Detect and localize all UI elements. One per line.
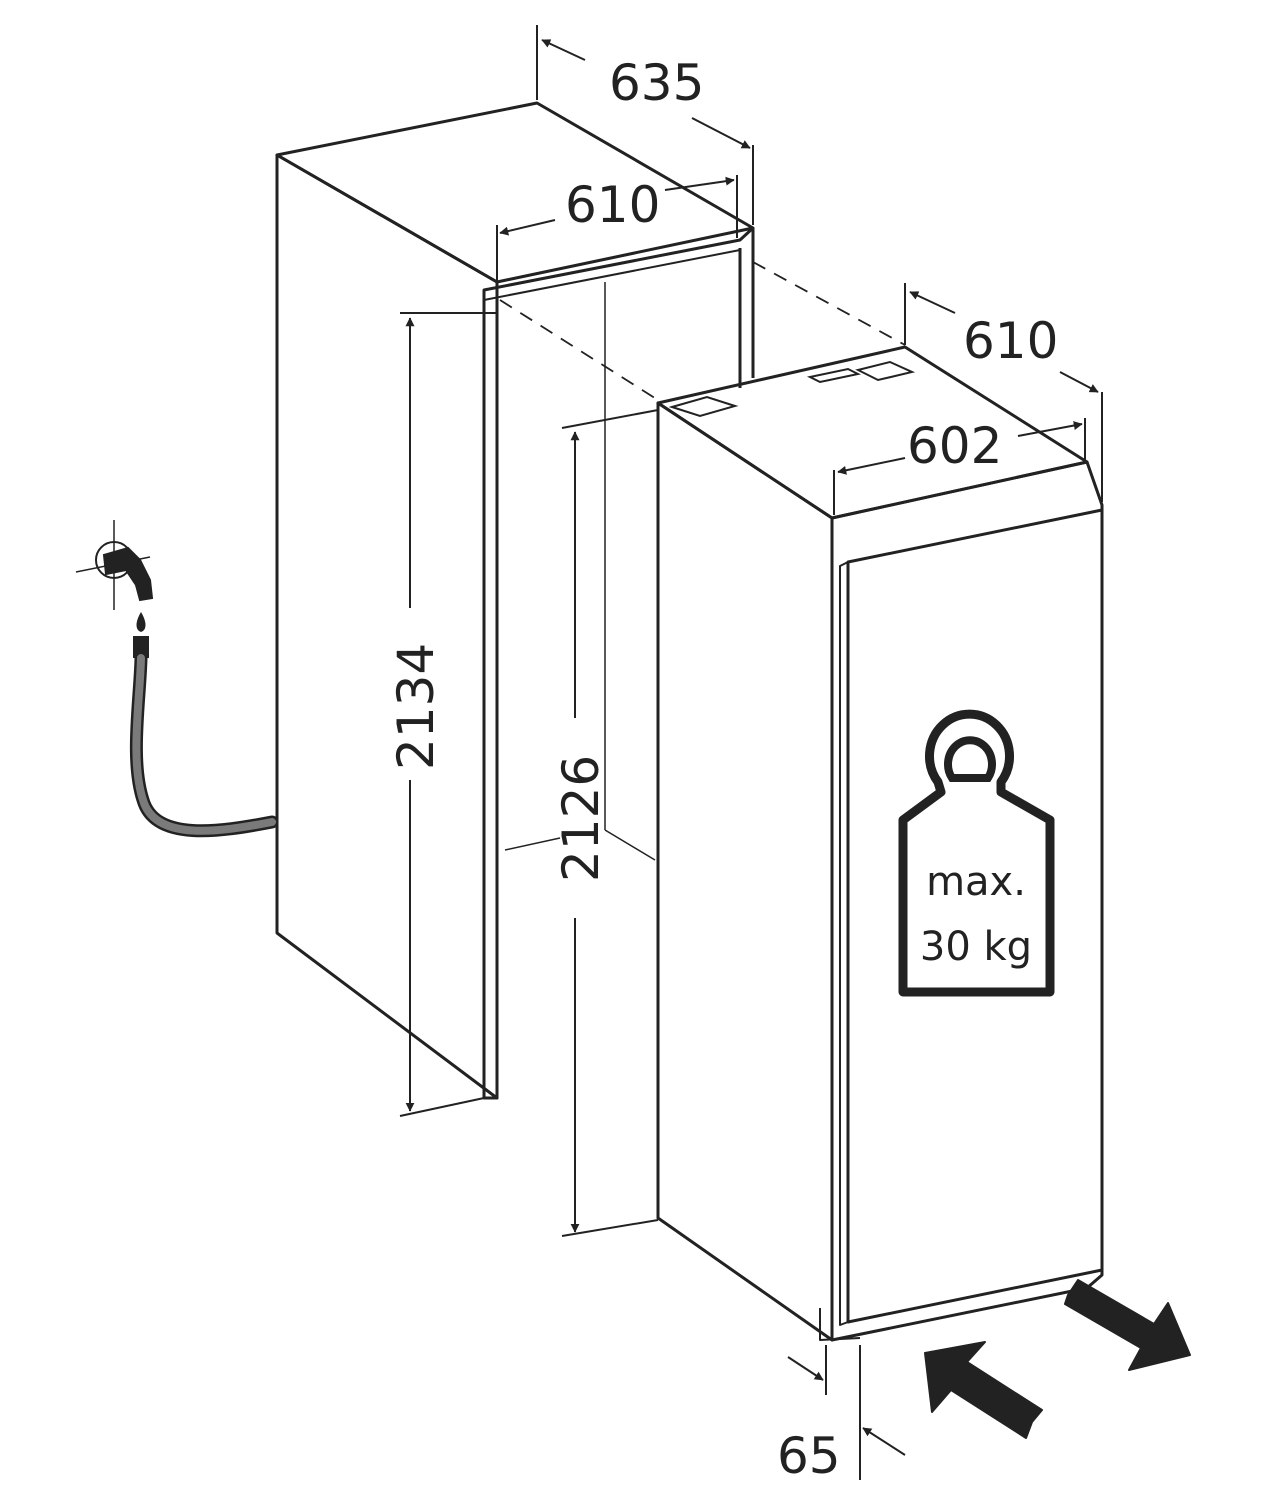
dim-appliance-depth-label: 610 bbox=[963, 312, 1058, 370]
appliance-door[interactable] bbox=[846, 508, 1104, 1324]
weight-label-value: 30 kg bbox=[920, 924, 1032, 970]
dim-niche-height-label: 2134 bbox=[387, 643, 445, 770]
niche-left-face bbox=[275, 153, 499, 1100]
dim-appliance-width-label: 602 bbox=[907, 417, 1002, 475]
dim-door-offset-label: 65 bbox=[777, 1427, 841, 1485]
water-hose bbox=[129, 651, 279, 838]
remove-direction-arrow-icon bbox=[1064, 1279, 1191, 1371]
niche-top-face bbox=[275, 101, 755, 284]
dimension-lines bbox=[399, 25, 1103, 1480]
dim-niche-width-label: 610 bbox=[565, 176, 660, 234]
water-tap-icon bbox=[75, 520, 154, 658]
appliance bbox=[656, 345, 1104, 1342]
appliance-left-face bbox=[656, 401, 834, 1342]
dim-niche-depth-label: 635 bbox=[609, 54, 704, 112]
niche-front-frame bbox=[482, 226, 755, 1100]
weight-icon: max. 30 kg bbox=[898, 709, 1055, 997]
weight-label-max: max. bbox=[926, 859, 1026, 905]
niche-cabinet bbox=[275, 101, 755, 1100]
top-brackets bbox=[668, 360, 916, 418]
dim-appliance-height-label: 2126 bbox=[552, 755, 610, 882]
insert-direction-arrow-icon bbox=[924, 1341, 1043, 1439]
